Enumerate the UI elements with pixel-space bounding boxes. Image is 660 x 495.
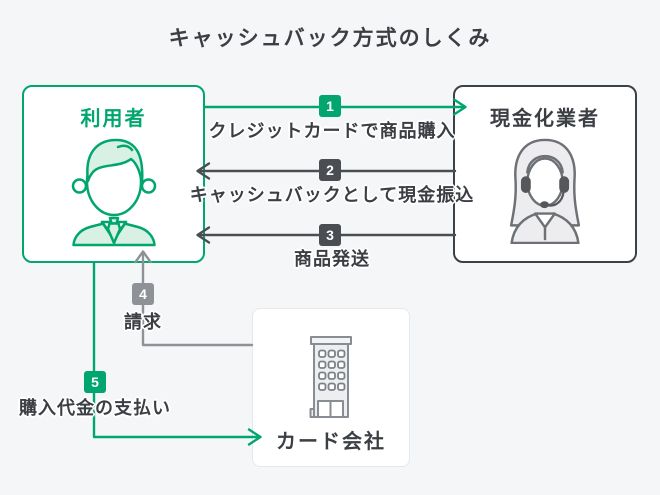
step-3-label: 商品発送 (294, 249, 370, 269)
office-building-icon (303, 335, 359, 423)
cash-provider-node-label: 現金化業者 (490, 108, 600, 130)
step-1-label: クレジットカードで商品購入 (208, 121, 456, 141)
step-2-label: キャッシュバックとして現金振込 (189, 185, 475, 205)
diagram-title: キャッシュバック方式のしくみ (168, 27, 492, 50)
step-4-label: 請求 (124, 312, 162, 332)
step-1-badge: 1 (319, 95, 341, 117)
step-5-badge: 5 (84, 371, 106, 393)
businessman-icon (71, 136, 157, 248)
user-node-label: 利用者 (80, 108, 147, 130)
step-3-badge: 3 (319, 224, 341, 246)
user-node: 利用者 (22, 85, 205, 263)
cash-provider-node: 現金化業者 (453, 85, 637, 263)
step-4-badge: 4 (132, 283, 154, 305)
card-company-node: カード会社 (252, 308, 410, 467)
card-company-node-label: カード会社 (276, 431, 386, 453)
step-5-label: 購入代金の支払い (19, 398, 171, 418)
call-operator-icon (504, 136, 586, 245)
step-2-badge: 2 (319, 159, 341, 181)
